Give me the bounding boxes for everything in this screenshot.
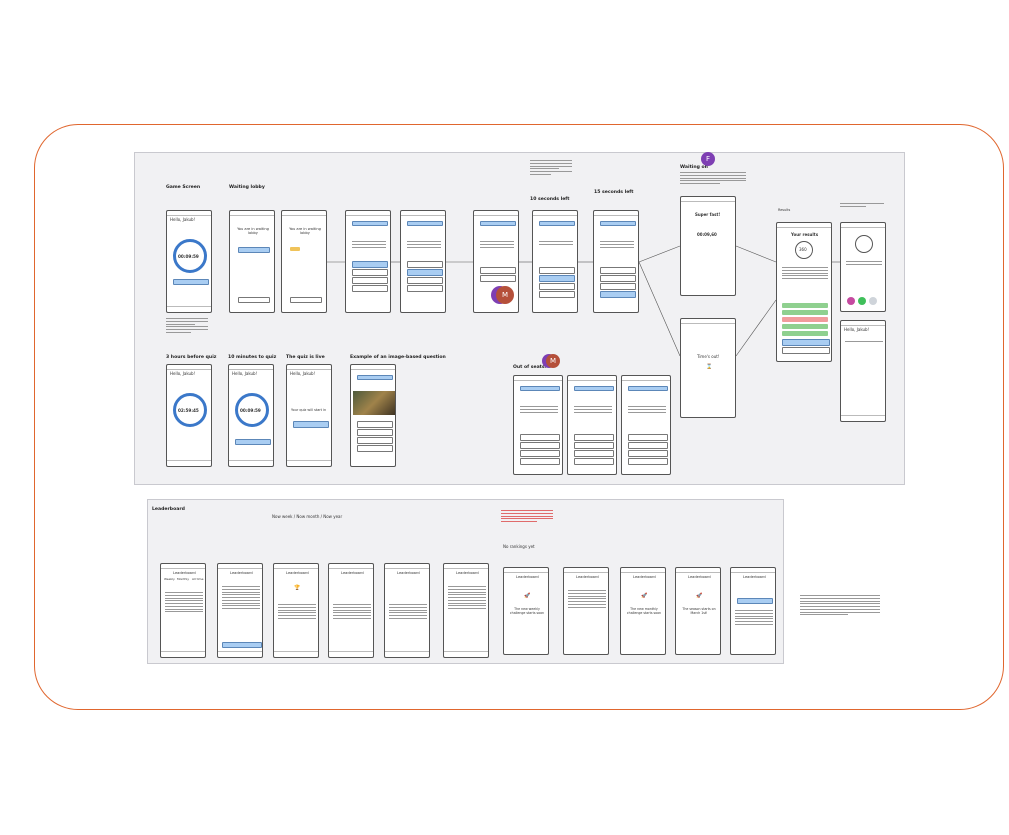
flow-arrows: [0, 0, 1009, 835]
